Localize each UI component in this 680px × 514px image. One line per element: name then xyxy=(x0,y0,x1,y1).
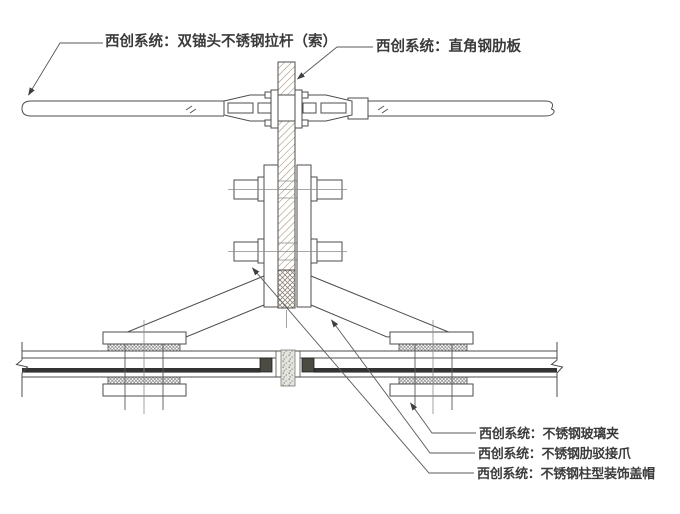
glass-clamp-right xyxy=(389,320,474,414)
leader-tie-rod xyxy=(28,42,103,96)
joint-sealant-cap xyxy=(280,349,296,387)
glass-dark-interlayer-right xyxy=(314,368,557,373)
leader-rib-plate xyxy=(296,46,373,80)
glass-joint-assembly xyxy=(259,349,315,387)
clamp-plate-bottom-left xyxy=(102,383,187,397)
glass-dark-interlayer-left xyxy=(22,368,260,373)
rib-flange-right xyxy=(294,89,303,129)
label-rib-plate: 西创系统：直角钢肋板 xyxy=(376,37,521,55)
rib-plate-body xyxy=(277,61,296,271)
rib-flange-left xyxy=(270,89,279,129)
flange-bolt xyxy=(264,119,272,127)
leader-lines xyxy=(28,42,476,474)
tie-rod-left xyxy=(21,100,224,117)
label-tie-rod: 西创系统：双锚头不锈钢拉杆（索） xyxy=(105,32,337,50)
bolt-washer xyxy=(310,176,318,202)
spider-foot-right xyxy=(389,331,474,345)
glass-clamp-left xyxy=(102,320,187,414)
flange-bolt xyxy=(301,91,309,99)
anchor-slot xyxy=(257,102,272,114)
clamp-plate-bottom-right xyxy=(389,383,474,397)
glass-break-right xyxy=(550,342,564,397)
clamping-plate-left xyxy=(263,164,279,308)
leader-glass-clamp xyxy=(410,402,476,434)
rod-break-mark-right xyxy=(377,105,389,114)
annotations: 西创系统：双锚头不锈钢拉杆（索） 西创系统：直角钢肋板 西创系统：不锈钢玻璃夹 … xyxy=(105,32,655,481)
anchor-slot xyxy=(320,102,347,114)
label-cap: 西创系统：不锈钢柱型装饰盖帽 xyxy=(477,466,655,481)
spider-arm-right xyxy=(310,275,452,338)
rib-plate-lower-section xyxy=(277,269,296,309)
spider-foot-left xyxy=(102,331,187,345)
label-spider: 西创系统：不锈钢肋驳接爪 xyxy=(478,446,632,461)
anchor-slot xyxy=(227,102,254,114)
leader-spider xyxy=(331,319,475,454)
flange-bolt xyxy=(264,91,272,99)
spider-arm-left xyxy=(124,275,265,338)
bolted-connection xyxy=(228,164,347,308)
joint-spacer-block-right xyxy=(301,357,315,373)
anchor-slot xyxy=(302,102,317,114)
glass-break-left xyxy=(15,342,29,397)
tie-rod-right xyxy=(368,100,555,117)
bolt-washer xyxy=(310,238,318,264)
spider-fitting xyxy=(102,275,474,345)
joint-spacer-block-left xyxy=(259,357,273,373)
flange-bolt xyxy=(301,119,309,127)
bolt-washer xyxy=(257,238,265,264)
tie-rod-assembly xyxy=(21,89,555,129)
rod-break-mark-left xyxy=(185,105,197,114)
label-glass-clamp: 西创系统：不锈钢玻璃夹 xyxy=(479,426,619,441)
clamping-plate-right xyxy=(296,164,312,308)
bolt-shaft-hidden-lines xyxy=(278,180,297,261)
bolt-washer xyxy=(257,176,265,202)
leader-cap xyxy=(251,267,474,474)
